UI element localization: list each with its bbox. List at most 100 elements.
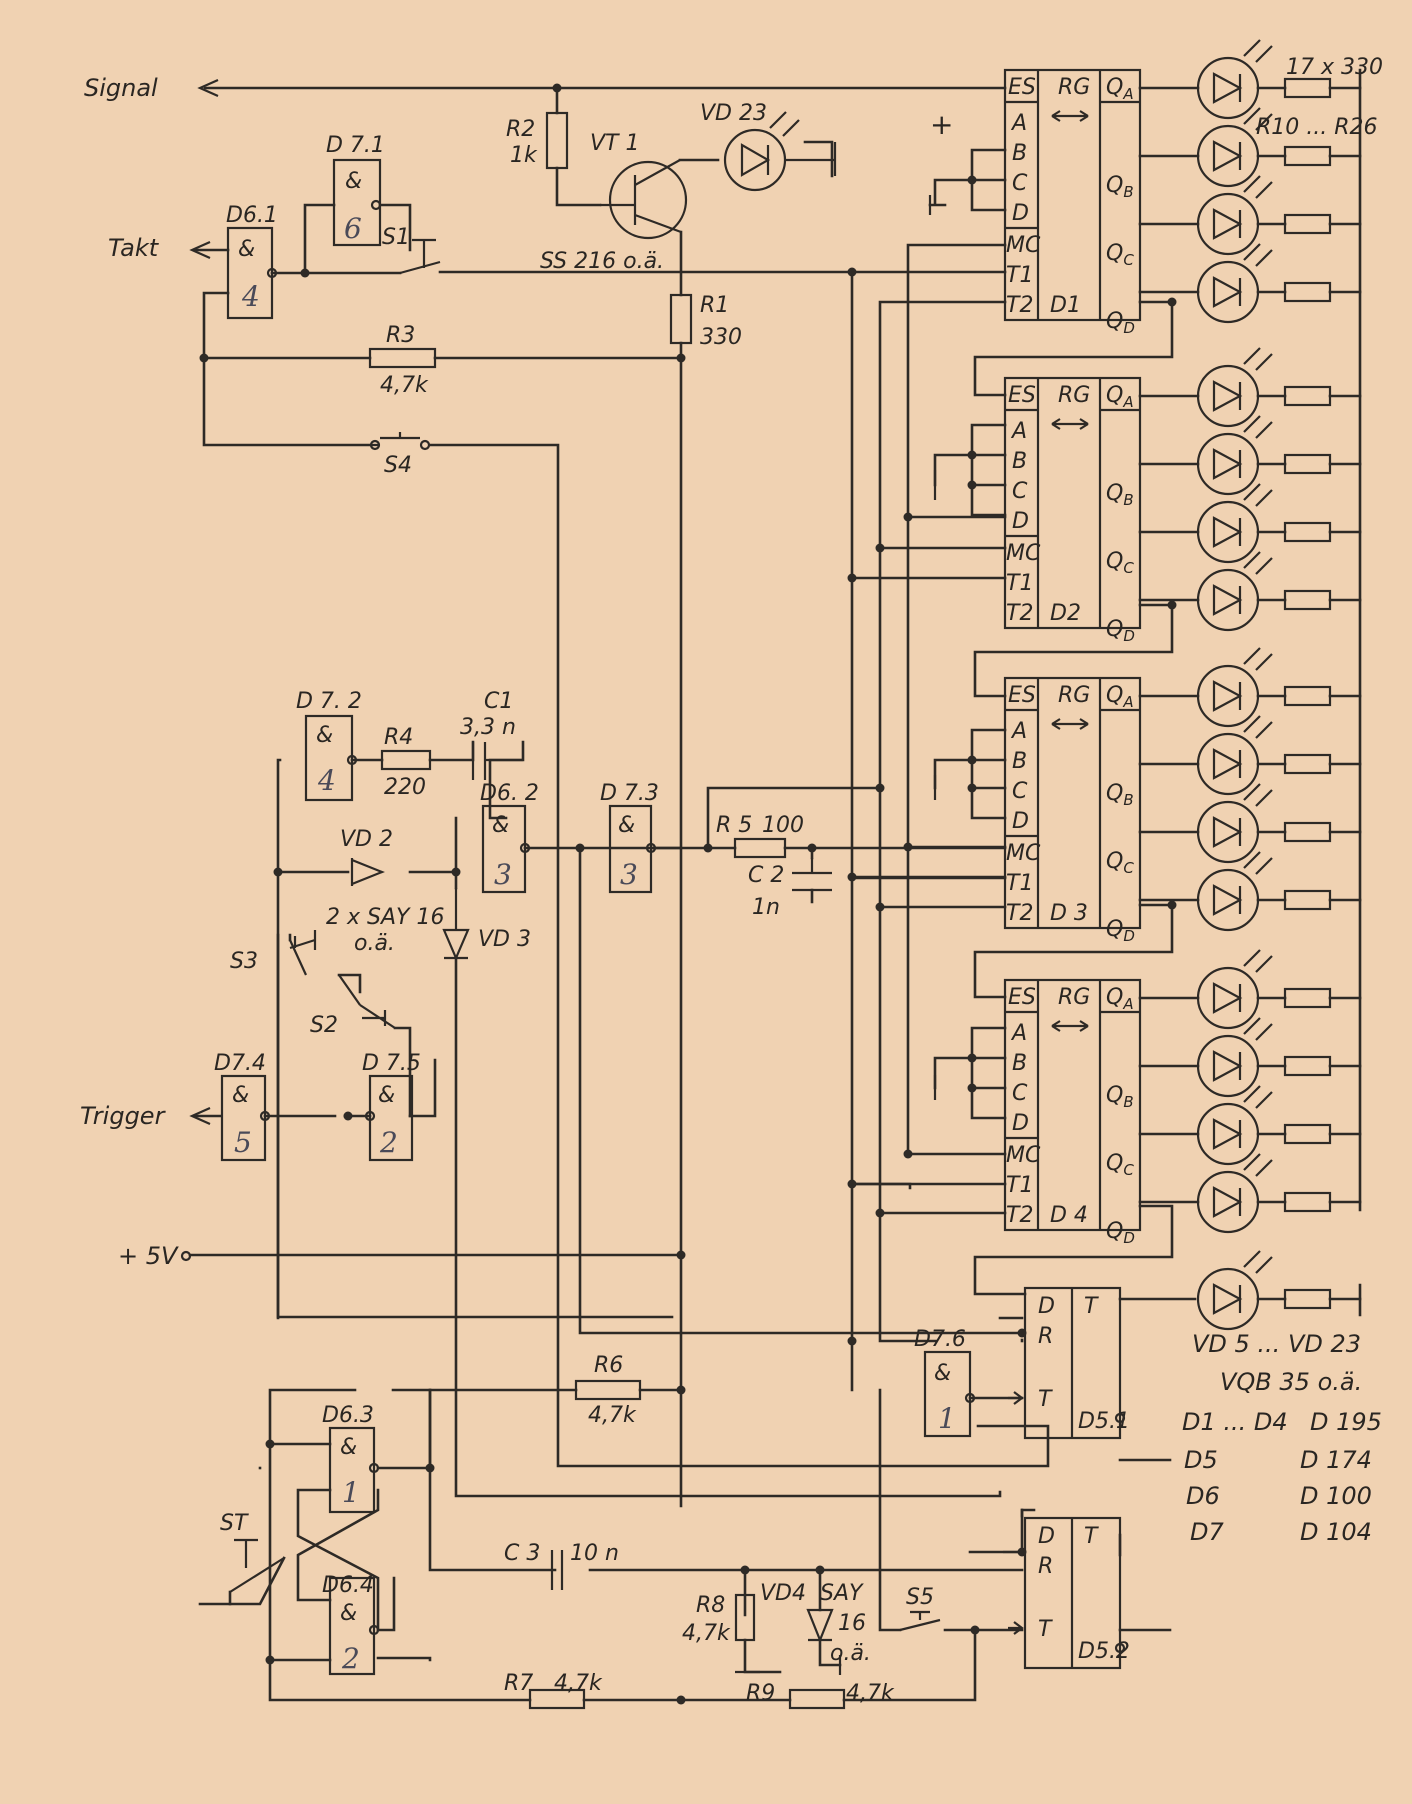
junction xyxy=(1017,1547,1027,1557)
legend-part: VQB 35 o.ä. xyxy=(1220,1368,1362,1396)
gate-d7-5-pin: 2 xyxy=(379,1126,398,1159)
register-control-label: T1 xyxy=(1006,263,1033,288)
junction xyxy=(1017,1328,1027,1338)
trigger-label: Trigger xyxy=(80,1102,167,1130)
gate-d7-4-name: D7.4 xyxy=(214,1051,266,1076)
led-indicator xyxy=(1138,851,1362,932)
junction xyxy=(273,867,283,877)
r6-ref: R6 xyxy=(594,1353,623,1378)
junction xyxy=(425,1463,435,1473)
junction xyxy=(199,353,209,363)
junction xyxy=(676,1385,686,1395)
junction xyxy=(676,1695,686,1705)
register-control-label: T1 xyxy=(1006,1173,1033,1198)
junction xyxy=(575,843,585,853)
register-output-label: QC xyxy=(1106,1151,1134,1179)
junction xyxy=(807,843,817,853)
takt-label: Takt xyxy=(108,234,160,262)
gate-d6-2: D6. 2 & 3 xyxy=(480,781,539,894)
junction xyxy=(875,783,885,793)
gate-d7-3-sym: & xyxy=(618,813,635,838)
r4-val: 220 xyxy=(384,775,426,800)
led-indicator xyxy=(1138,647,1362,728)
gate-d6-1-sym: & xyxy=(238,237,255,262)
register-control-label: T1 xyxy=(1006,871,1033,896)
register-control-label: MC xyxy=(1006,841,1041,866)
gate-d7-2-name: D 7. 2 xyxy=(296,689,362,714)
gate-d6-2-sym: & xyxy=(492,813,509,838)
register-output-label: QC xyxy=(1106,849,1134,877)
register-input-label: B xyxy=(1012,141,1027,166)
gate-d7-4-sym: & xyxy=(232,1083,249,1108)
junction xyxy=(265,1655,275,1665)
register-control-label: T1 xyxy=(1006,571,1033,596)
junction xyxy=(1167,600,1177,610)
r7-val: 4,7k xyxy=(554,1671,603,1696)
r1-val: 330 xyxy=(700,325,742,350)
r9-val: 4,7k xyxy=(846,1681,895,1706)
s1-label: S1 xyxy=(382,225,410,250)
junction-dots xyxy=(199,83,1177,1705)
register-control-label: MC xyxy=(1006,233,1041,258)
register-es: ES xyxy=(1008,683,1036,708)
gate-d7-2-sym: & xyxy=(316,723,333,748)
register-es: ES xyxy=(1008,383,1036,408)
register-output-label: QB xyxy=(1106,781,1134,809)
r3-ref: R3 xyxy=(386,323,415,348)
junction xyxy=(967,175,977,185)
register-input-label: B xyxy=(1012,449,1027,474)
junction xyxy=(903,512,913,522)
junction xyxy=(300,268,310,278)
led-indicator xyxy=(1138,783,1362,864)
gate-d6-1: D6.1 & 4 xyxy=(226,203,278,320)
register-input-label: A xyxy=(1010,419,1027,444)
led-indicator xyxy=(1138,551,1362,632)
register-output-label: QB xyxy=(1106,173,1134,201)
r6-val: 4,7k xyxy=(588,1403,637,1428)
legend-part: D6 xyxy=(1186,1482,1220,1510)
register-control-label: T2 xyxy=(1006,293,1033,318)
register-output-label: QC xyxy=(1106,549,1134,577)
register-input-label: A xyxy=(1010,719,1027,744)
junction xyxy=(903,842,913,852)
r7-ref: R7 xyxy=(504,1671,533,1696)
led-indicator xyxy=(1196,1250,1362,1331)
register-name: D 4 xyxy=(1050,1203,1088,1228)
flip-flop-pin-label: R xyxy=(1038,1554,1053,1579)
gate-d6-4-pin: 2 xyxy=(341,1642,360,1675)
gate-d6-4-sym: & xyxy=(340,1601,357,1626)
legend-part: D7 xyxy=(1190,1518,1224,1546)
gate-d6-3-pin: 1 xyxy=(342,1476,360,1509)
register-output-label: QB xyxy=(1106,1083,1134,1111)
c1-val: 3,3 n xyxy=(460,715,516,740)
register-input-label: B xyxy=(1012,1051,1027,1076)
gate-d6-2-name: D6. 2 xyxy=(480,781,539,806)
junction xyxy=(847,267,857,277)
junction xyxy=(703,843,713,853)
junction xyxy=(967,755,977,765)
led-indicator xyxy=(1138,1153,1362,1234)
gate-d7-3-pin: 3 xyxy=(620,858,638,891)
r5-ref: R 5 xyxy=(716,813,752,838)
register-rg: RG xyxy=(1058,683,1090,708)
c2-val: 1n xyxy=(752,895,780,920)
register-output-label: QD xyxy=(1106,1219,1135,1247)
gate-d6-2-pin: 3 xyxy=(494,858,512,891)
gate-d6-3-sym: & xyxy=(340,1435,357,1460)
register-es: ES xyxy=(1008,985,1036,1010)
register-input-label: D xyxy=(1012,809,1029,834)
junction xyxy=(265,1439,275,1449)
junction xyxy=(847,1336,857,1346)
vd4-ref: VD4 xyxy=(760,1581,806,1606)
r2-val: 1k xyxy=(510,143,538,168)
junction xyxy=(875,1208,885,1218)
register-input-label: D xyxy=(1012,201,1029,226)
junction xyxy=(875,902,885,912)
led-indicator xyxy=(1138,715,1362,796)
register-rg: RG xyxy=(1058,75,1090,100)
register-output-label: QC xyxy=(1106,241,1134,269)
register-input-label: C xyxy=(1012,171,1028,196)
